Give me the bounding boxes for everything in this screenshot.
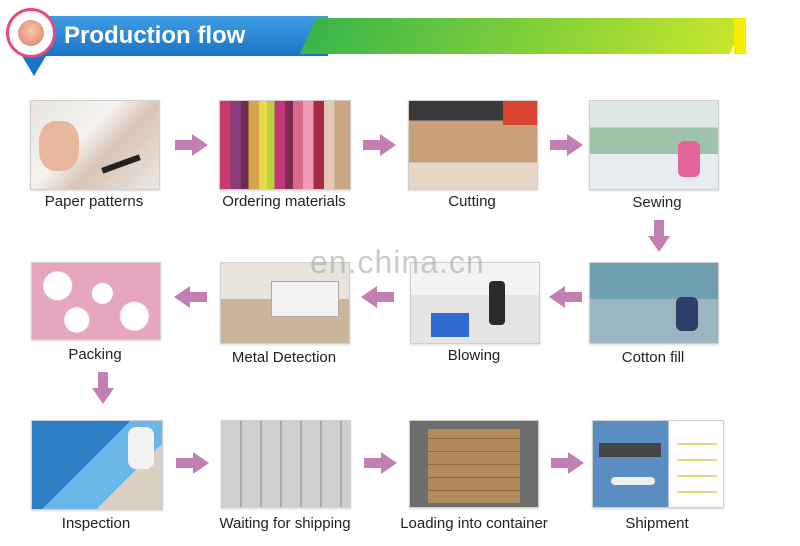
- flow-arrow-right: [551, 452, 585, 474]
- flow-arrow-right: [176, 452, 210, 474]
- step-label: Metal Detection: [231, 349, 337, 366]
- banner-green-band: [299, 18, 747, 54]
- flow-arrow-right: [550, 134, 584, 156]
- step-photo-packing: [31, 262, 161, 340]
- worker-figure: [678, 141, 700, 177]
- page-title: Production flow: [64, 22, 246, 49]
- flow-arrow-left: [173, 286, 207, 308]
- step-photo-ordering-materials: [219, 100, 351, 190]
- blue-crate: [431, 313, 469, 337]
- flow-arrow-left: [548, 286, 582, 308]
- flow-arrow-right: [175, 134, 209, 156]
- hand-shape: [39, 121, 79, 171]
- step-label: Waiting for shipping: [219, 515, 351, 532]
- flow-arrow-left: [360, 286, 394, 308]
- step-photo-loading-into-container: [409, 420, 539, 508]
- step-label: Inspection: [61, 515, 131, 532]
- step-photo-cutting: [408, 100, 538, 190]
- step-photo-blowing: [410, 262, 540, 344]
- banner-pointer: [22, 56, 46, 76]
- step-label: Blowing: [447, 347, 501, 364]
- worker-figure: [489, 281, 505, 325]
- step-label: Packing: [68, 346, 122, 363]
- step-photo-waiting-for-shipping: [221, 420, 351, 508]
- logo-bear-icon: [18, 20, 44, 46]
- step-photo-metal-detection: [220, 262, 350, 344]
- company-logo: [6, 8, 56, 58]
- banner-blue-band: [28, 16, 328, 56]
- cutting-machine-red: [503, 101, 537, 125]
- flow-arrow-down: [92, 372, 114, 404]
- worker-figure: [676, 297, 698, 331]
- step-label: Sewing: [632, 194, 682, 211]
- flow-arrow-right: [363, 134, 397, 156]
- step-label: Ordering materials: [222, 193, 346, 210]
- step-label: Shipment: [625, 515, 689, 532]
- step-photo-cotton-fill: [589, 262, 719, 344]
- courier-logos: [677, 429, 717, 501]
- header-banner: Production flow: [8, 16, 748, 56]
- scissors-icon: [101, 154, 141, 174]
- step-photo-paper-patterns: [30, 100, 160, 190]
- plane-icon: [611, 477, 655, 485]
- step-label: Cotton fill: [621, 349, 685, 366]
- step-photo-sewing: [589, 100, 719, 190]
- container-boxes: [428, 429, 520, 503]
- flow-arrow-right: [364, 452, 398, 474]
- detector-machine: [271, 281, 339, 317]
- step-label: Cutting: [448, 193, 496, 210]
- step-label: Loading into container: [400, 515, 548, 532]
- flow-arrow-down: [648, 220, 670, 252]
- banner-yellow-stripe: [734, 18, 746, 54]
- watermark: en.china.cn: [310, 244, 485, 280]
- ship-shape: [599, 443, 661, 457]
- worker-figure: [128, 427, 154, 469]
- step-label: Paper patterns: [44, 193, 144, 210]
- step-photo-shipment: [592, 420, 724, 508]
- step-photo-inspection: [31, 420, 163, 510]
